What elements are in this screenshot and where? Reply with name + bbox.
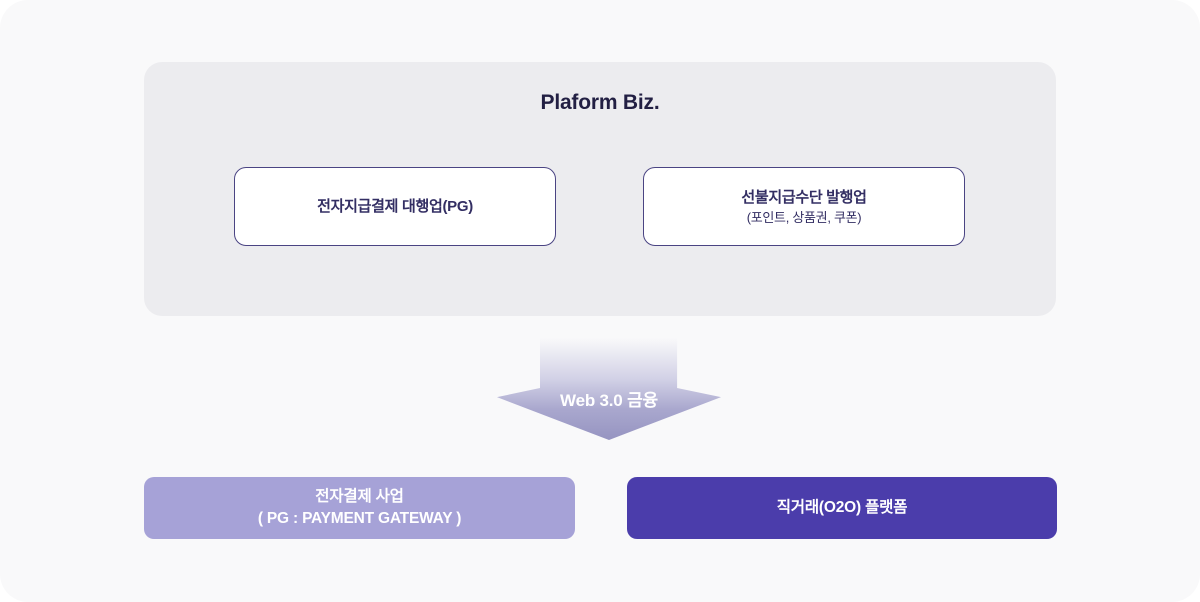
- o2o-platform-label: 직거래(O2O) 플랫폼: [776, 499, 908, 516]
- payment-gateway-business-line1: 전자결제 사업: [315, 488, 404, 505]
- prepaid-issuer-label: 선불지급수단 발행업: [741, 188, 867, 206]
- payment-gateway-business-box: 전자결제 사업 ( PG : PAYMENT GATEWAY ): [144, 477, 575, 539]
- o2o-platform-box: 직거래(O2O) 플랫폼: [627, 477, 1057, 539]
- down-arrow: Web 3.0 금융: [497, 338, 721, 440]
- panel-title: Plaform Biz.: [540, 91, 660, 114]
- pg-agency-box: 전자지급결제 대행업(PG): [234, 167, 556, 246]
- down-arrow-label: Web 3.0 금융: [560, 391, 658, 410]
- prepaid-issuer-sublabel: (포인트, 상품권, 쿠폰): [746, 209, 862, 225]
- payment-gateway-business-line2: ( PG : PAYMENT GATEWAY ): [257, 510, 462, 527]
- pg-agency-label: 전자지급결제 대행업(PG): [317, 198, 473, 215]
- platform-panel: Plaform Biz. 전자지급결제 대행업(PG) 선불지급수단 발행업 (…: [144, 62, 1056, 316]
- prepaid-issuer-box: 선불지급수단 발행업 (포인트, 상품권, 쿠폰): [643, 167, 965, 246]
